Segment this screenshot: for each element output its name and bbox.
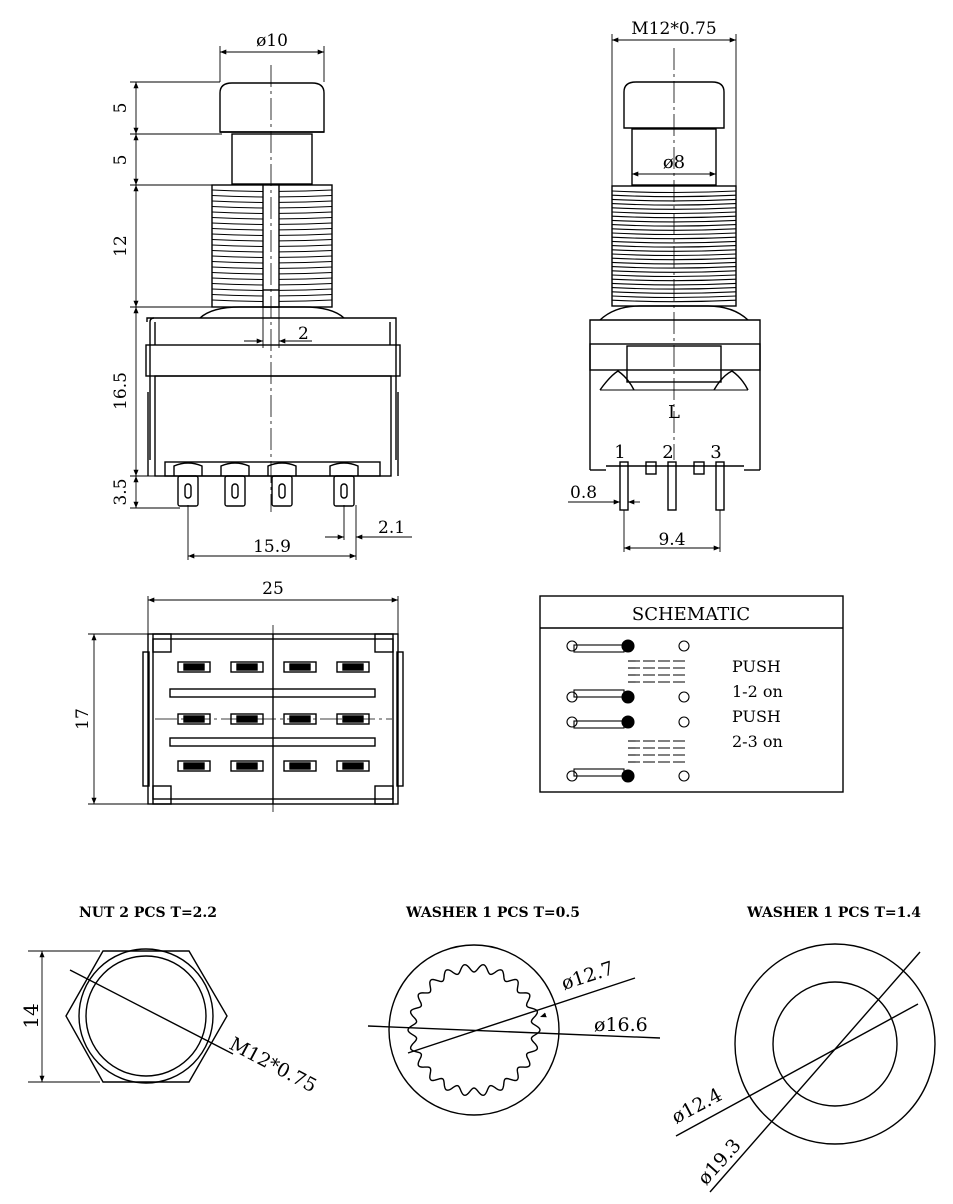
washer-a-outer: ø16.6 [594, 1014, 648, 1036]
dim-body-height: 16.5 [111, 372, 131, 410]
dim-thread-length: 12 [111, 235, 131, 257]
schematic [539, 595, 844, 793]
washer-b-caption: WASHER 1 PCS T=1.4 [746, 905, 921, 921]
pin-label-3: 3 [710, 442, 721, 463]
pin-label-2: 2 [662, 442, 673, 463]
schematic-line-1: PUSH [732, 657, 781, 676]
schematic-line-4: 2-3 on [732, 732, 783, 751]
dim-stem-dia: ø8 [663, 152, 685, 173]
washer-b [675, 943, 936, 1193]
dim-stem-height: 5 [111, 155, 131, 166]
washer-a [367, 944, 661, 1116]
dim-side-thread: M12*0.75 [631, 19, 716, 39]
nut-thread: M12*0.75 [226, 1033, 321, 1097]
washer-b-inner: ø12.4 [668, 1084, 726, 1129]
dimension-lines [39, 34, 737, 1082]
pin-label-1: 1 [614, 442, 625, 463]
washer-a-caption: WASHER 1 PCS T=0.5 [405, 905, 580, 921]
dim-cap-height: 5 [111, 103, 131, 114]
nut-height: 14 [19, 1003, 43, 1028]
front-view [145, 82, 401, 507]
dim-pin-thickness: 0.8 [570, 483, 597, 503]
dim-bottom-width: 25 [262, 579, 284, 599]
dim-slot-width: 2 [298, 324, 309, 344]
dim-cap-dia: ø10 [256, 31, 288, 51]
dim-pin-span: 15.9 [253, 537, 291, 557]
schematic-title: SCHEMATIC [632, 604, 750, 625]
dim-pin-width: 2.1 [378, 518, 405, 538]
nut [28, 948, 234, 1084]
schematic-line-2: 1-2 on [732, 682, 783, 701]
nut-caption: NUT 2 PCS T=2.2 [79, 905, 217, 921]
side-centre-label: L [668, 402, 680, 423]
dim-side-pin-span: 9.4 [658, 530, 685, 550]
schematic-line-3: PUSH [732, 707, 781, 726]
washer-a-inner: ø12.7 [559, 957, 617, 995]
dim-lug-height: 3.5 [111, 478, 131, 505]
dim-bottom-depth: 17 [73, 708, 93, 730]
center-lines [155, 48, 675, 812]
